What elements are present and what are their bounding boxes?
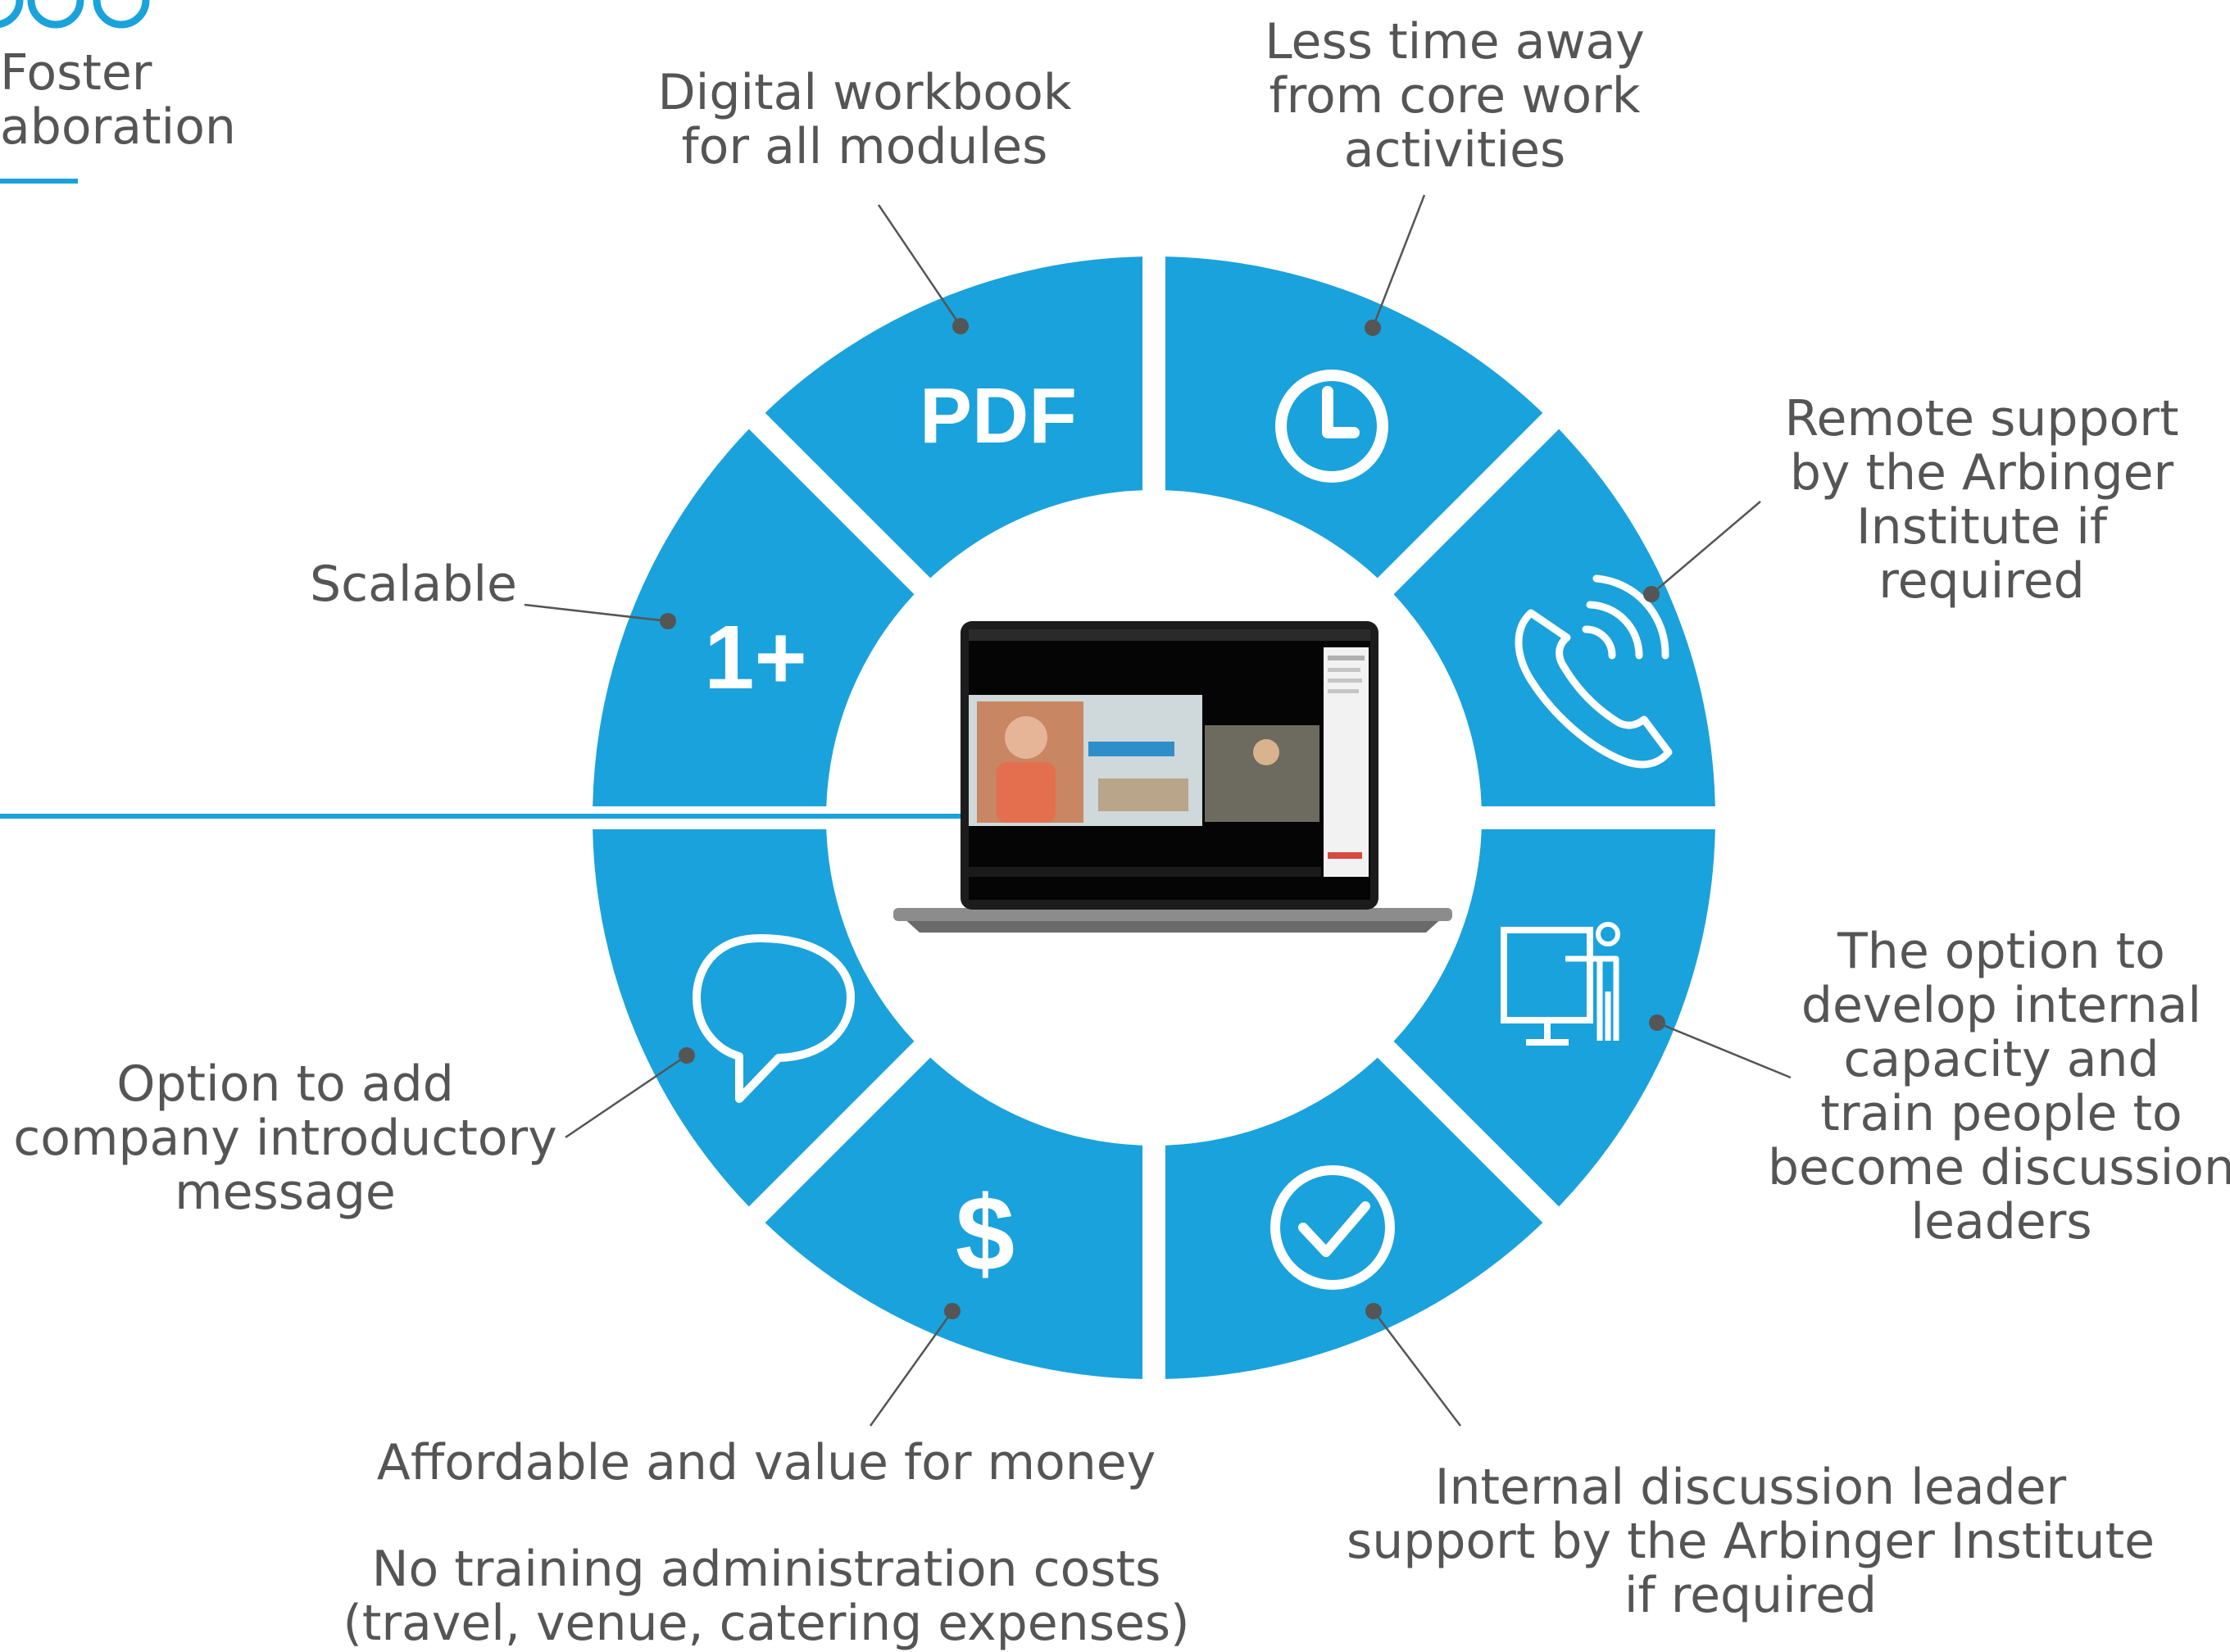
ring-segments [593, 256, 1715, 1379]
speech-bubble-icon [693, 934, 855, 1103]
ring-segment-affordable [593, 828, 915, 1207]
ring-segment-message [593, 429, 915, 807]
header-underline [0, 179, 78, 184]
leader-internal [1365, 1303, 1461, 1427]
segment-icons: PDF 1+ $ [693, 370, 1673, 1293]
leader-message [565, 1047, 695, 1139]
pdf-text-icon: PDF [920, 372, 1077, 460]
checkmark-circle-icon [1270, 1165, 1395, 1290]
leader-time [1365, 194, 1426, 336]
label-scalable: Scalable [310, 556, 517, 613]
connector-line [0, 814, 963, 819]
leader-remote [1643, 501, 1761, 602]
leader-lines [524, 194, 1792, 1427]
leader-affordable [869, 1303, 961, 1427]
ring-segment-time [1393, 429, 1715, 807]
header-title-text: Foster aboration [0, 44, 236, 156]
leader-develop [1649, 1014, 1792, 1079]
ring-segment-pdf [1165, 256, 1543, 579]
leader-scalable [524, 603, 676, 629]
phone-ringing-icon [1515, 574, 1673, 769]
ring-segment-scalable [765, 256, 1143, 579]
one-plus-icon: 1+ [704, 607, 806, 708]
label-affordable: Affordable and value for money [376, 1434, 1156, 1491]
leader-pdf [877, 204, 969, 334]
label-no-admin-costs: No training administration costs(travel,… [343, 1541, 1190, 1652]
clock-icon [1275, 370, 1388, 483]
laptop-image [893, 621, 1452, 933]
dollar-icon: $ [956, 1173, 1015, 1293]
presenter-board-icon [1501, 922, 1620, 1046]
header-logo-circles [0, 0, 164, 37]
ring-segment-internal [765, 1057, 1143, 1379]
